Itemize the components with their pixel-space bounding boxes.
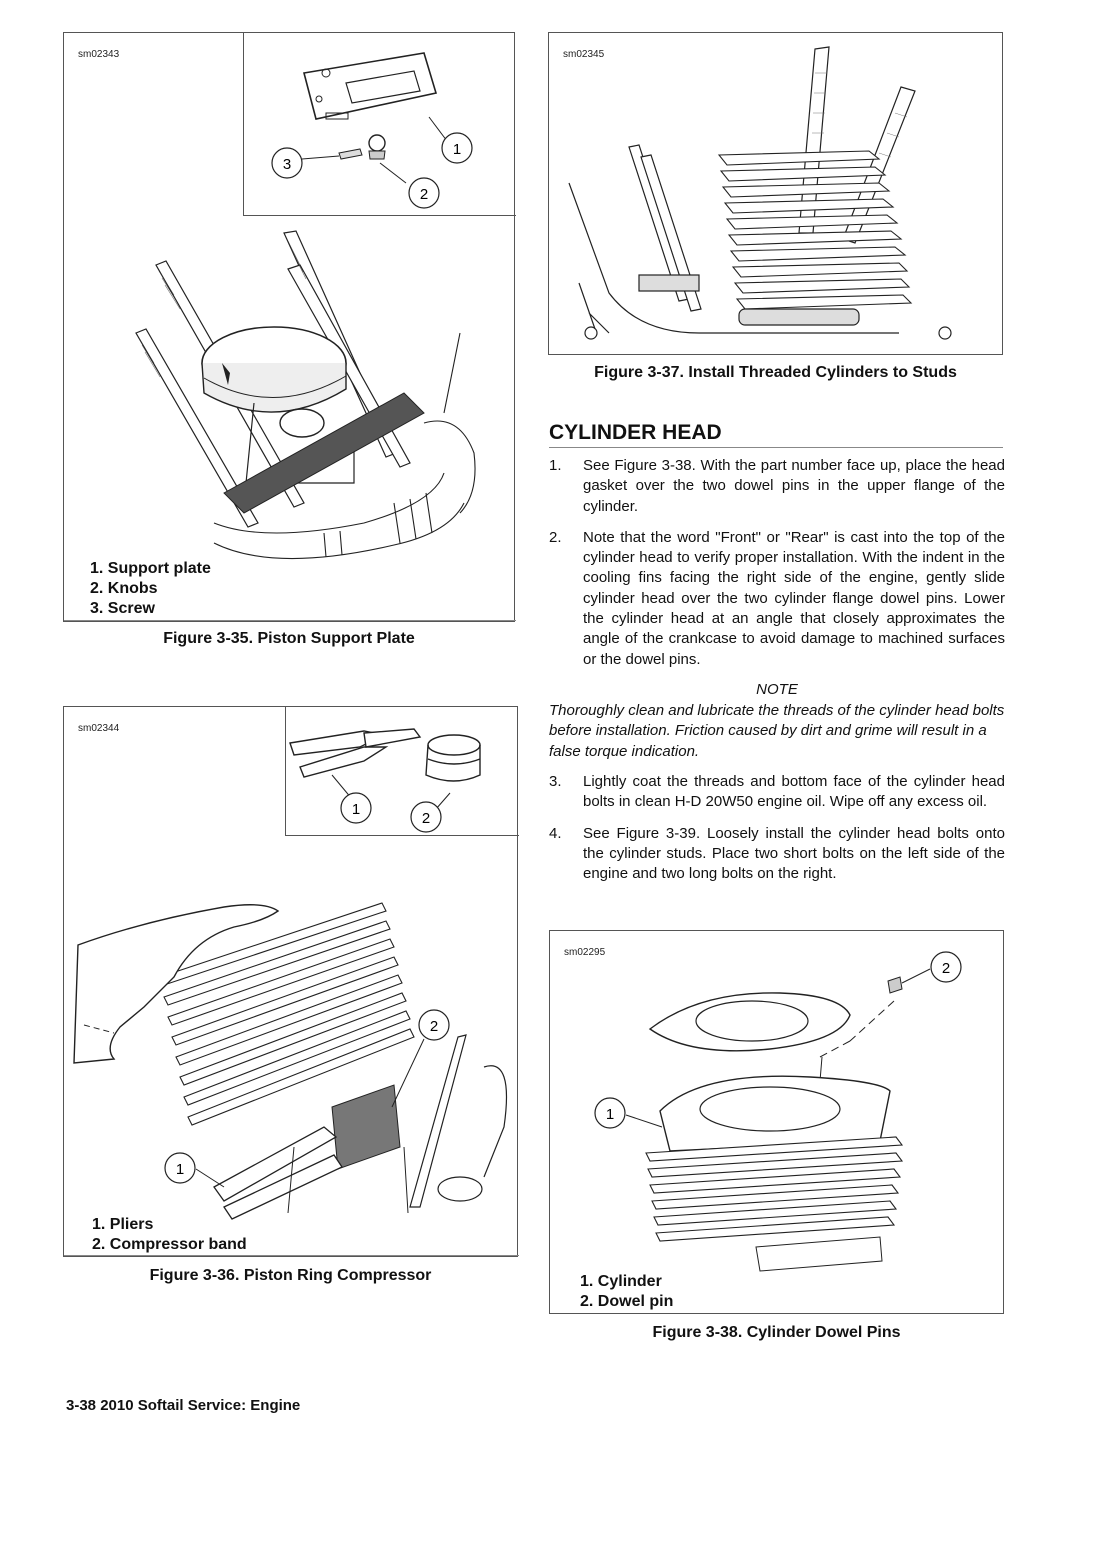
page-footer: 3-38 2010 Softail Service: Engine — [66, 1397, 301, 1414]
svg-text:1: 1 — [453, 141, 461, 158]
callout-1: 1 — [441, 132, 473, 164]
callout-2: 2 — [408, 177, 440, 209]
legend-item: 1. Pliers — [92, 1216, 154, 1233]
callout-2: 2 — [410, 801, 442, 833]
cylinder-dowel-illustration: 2 1 — [594, 951, 962, 1272]
svg-text:1: 1 — [606, 1106, 614, 1123]
svg-text:2: 2 — [942, 960, 950, 977]
callout-1: 1 — [340, 792, 372, 824]
figure-id: sm02345 — [563, 49, 605, 60]
inset-frame — [243, 33, 516, 216]
step-text: See Figure 3-39. Loosely install the cyl… — [583, 824, 1005, 883]
svg-text:1: 1 — [352, 801, 360, 818]
callout-2: 2 — [930, 951, 962, 983]
step-text: See Figure 3-38. With the part number fa… — [583, 457, 1005, 515]
svg-text:3: 3 — [283, 156, 291, 173]
svg-text:2: 2 — [422, 810, 430, 827]
figure-3-35: sm02343 1 2 3 — [63, 32, 516, 622]
legend-item: 3. Screw — [90, 600, 155, 617]
figure-legend: 1. Pliers 2. Compressor band — [92, 1215, 247, 1255]
step-item: 1. See Figure 3-38. With the part number… — [549, 456, 1005, 517]
threaded-cylinders-illustration — [568, 46, 952, 340]
legend-item: 2. Knobs — [90, 580, 158, 597]
figure-legend: 1. Support plate 2. Knobs 3. Screw — [90, 559, 211, 619]
note-title: NOTE — [756, 681, 798, 698]
figure-id: sm02343 — [78, 49, 120, 60]
step-text: Lightly coat the threads and bottom face… — [583, 773, 1005, 811]
figure-caption: Figure 3-35. Piston Support Plate — [163, 630, 415, 647]
callout-3: 3 — [271, 147, 303, 179]
step-item: 3. Lightly coat the threads and bottom f… — [549, 772, 1005, 813]
callout-1b: 1 — [164, 1152, 196, 1184]
figure-id: sm02295 — [564, 947, 606, 958]
figure-id: sm02344 — [78, 723, 120, 734]
svg-text:2: 2 — [430, 1018, 438, 1035]
steps-list: 1. See Figure 3-38. With the part number… — [549, 456, 1005, 681]
step-item: 2. Note that the word "Front" or "Rear" … — [549, 528, 1005, 670]
step-item: 4. See Figure 3-39. Loosely install the … — [549, 824, 1005, 885]
step-number: 4. — [549, 824, 562, 842]
legend-item: 2. Dowel pin — [580, 1293, 674, 1310]
callout-1: 1 — [594, 1097, 626, 1129]
inset-frame — [285, 707, 519, 836]
callout-2b: 2 — [418, 1009, 450, 1041]
figure-caption: Figure 3-38. Cylinder Dowel Pins — [652, 1324, 901, 1341]
steps-list-2: 3. Lightly coat the threads and bottom f… — [549, 772, 1005, 895]
step-text: Note that the word "Front" or "Rear" is … — [583, 528, 1005, 668]
section-heading: CYLINDER HEAD — [549, 421, 1003, 448]
figure-3-37: sm02345 — [548, 32, 1003, 355]
figure-3-36: sm02344 1 2 — [63, 706, 519, 1257]
ring-compressor-illustration: 1 2 2 — [73, 728, 507, 1220]
legend-item: 1. Cylinder — [580, 1273, 662, 1290]
figure-caption: Figure 3-37. Install Threaded Cylinders … — [594, 364, 957, 381]
step-number: 3. — [549, 773, 562, 790]
note-text: Thoroughly clean and lubricate the threa… — [549, 702, 1005, 760]
step-number: 2. — [549, 528, 562, 546]
legend-divider — [64, 620, 516, 621]
legend-divider — [64, 1255, 519, 1256]
legend-item: 1. Support plate — [90, 560, 211, 577]
legend-item: 2. Compressor band — [92, 1236, 247, 1253]
support-plate-illustration: 1 2 3 — [135, 52, 476, 560]
step-number: 1. — [549, 457, 562, 474]
figure-legend: 1. Cylinder 2. Dowel pin — [580, 1272, 673, 1312]
svg-text:2: 2 — [420, 186, 428, 203]
figure-caption: Figure 3-36. Piston Ring Compressor — [149, 1267, 432, 1284]
svg-text:1: 1 — [176, 1161, 184, 1178]
figure-3-38: sm02295 2 1 1. Cyl — [549, 930, 1004, 1314]
